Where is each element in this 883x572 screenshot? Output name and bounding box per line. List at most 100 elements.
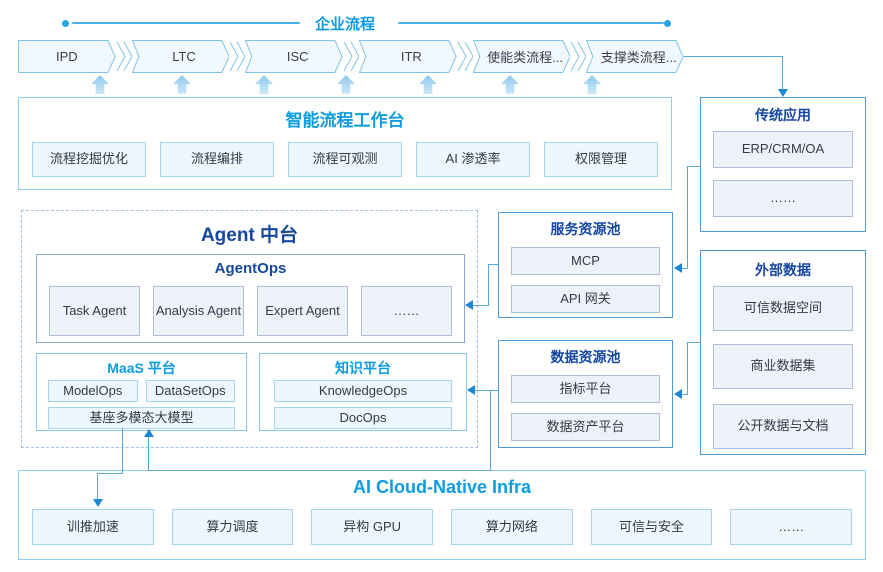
knowledge-item: DocOps — [274, 407, 452, 429]
chevron-shape-icon — [245, 40, 343, 73]
chevron-label: LTC — [172, 49, 196, 64]
infra-items: 训推加速 算力调度 异构 GPU 算力网络 可信与安全 …… — [32, 509, 853, 545]
chevron-label: 使能类流程... — [487, 50, 563, 65]
enterprise-process-title: 企业流程 — [314, 16, 375, 33]
legacy-app-item: ERP/CRM/OA — [713, 131, 853, 168]
section-service-pool: 服务资源池 MCP API 网关 — [498, 212, 673, 318]
arrowhead-left-icon — [465, 300, 473, 310]
knowledge-title: 知识平台 — [335, 360, 391, 376]
chevron-shape-icon — [18, 40, 116, 73]
chevron-supporting-process: 支撑类流程... — [586, 40, 684, 73]
external-data-item: 公开数据与文档 — [713, 404, 853, 449]
connector-line — [97, 473, 123, 474]
service-pool-item: API 网关 — [511, 285, 660, 313]
chevron-separator-icon — [457, 40, 473, 73]
connector-line — [122, 428, 123, 473]
up-arrow-icon — [91, 75, 109, 94]
chevron-label: ISC — [286, 49, 309, 64]
connector-line — [687, 342, 688, 394]
infra-item: 异构 GPU — [311, 509, 434, 545]
connector-line — [472, 305, 489, 306]
connector-line — [474, 390, 498, 391]
agent-item: …… — [361, 286, 452, 336]
connector-line — [782, 56, 783, 90]
workbench-items: 流程挖掘优化 流程编排 流程可观测 AI 渗透率 权限管理 — [32, 142, 658, 177]
section-agent-platform: Agent 中台 AgentOps Task Agent Analysis Ag… — [21, 210, 478, 448]
external-data-item: 商业数据集 — [713, 344, 853, 389]
section-infra: AI Cloud-Native Infra 训推加速 算力调度 异构 GPU 算… — [18, 470, 866, 560]
service-pool-item: MCP — [511, 247, 660, 275]
connector-line — [687, 342, 700, 343]
chevron-separator-icon — [116, 40, 132, 73]
maas-title: MaaS 平台 — [107, 360, 176, 376]
agentops-title: AgentOps — [214, 260, 287, 277]
legacy-app-item: …… — [713, 180, 853, 217]
top-line-right — [398, 22, 664, 24]
workbench-item: AI 渗透率 — [416, 142, 530, 177]
chevron-label: ITR — [400, 49, 422, 64]
agentops-box: AgentOps Task Agent Analysis Agent Exper… — [36, 254, 465, 343]
agent-item: Analysis Agent — [153, 286, 244, 336]
external-data-item: 可信数据空间 — [713, 286, 853, 331]
up-arrow-icon — [419, 75, 437, 94]
connector-line — [488, 264, 489, 305]
up-arrow-icon — [173, 75, 191, 94]
chevron-ipd: IPD — [18, 40, 116, 73]
connector-line — [687, 166, 700, 167]
chevron-enabling-process: 使能类流程... — [473, 40, 571, 73]
infra-item: 算力网络 — [451, 509, 573, 545]
infra-item: …… — [730, 509, 853, 545]
connector-line — [681, 394, 688, 395]
agentops-items: Task Agent Analysis Agent Expert Agent …… — [49, 286, 452, 336]
data-pool-item: 数据资产平台 — [511, 413, 660, 441]
infra-item: 训推加速 — [32, 509, 154, 545]
knowledge-item: KnowledgeOps — [274, 380, 452, 402]
agent-item: Expert Agent — [257, 286, 348, 336]
chevron-shape-icon — [359, 40, 457, 73]
section-legacy-apps: 传统应用 ERP/CRM/OA …… — [700, 97, 866, 232]
external-data-title: 外部数据 — [755, 262, 811, 278]
data-pool-title: 数据资源池 — [550, 349, 621, 365]
up-arrow-icon — [337, 75, 355, 94]
chevron-itr: ITR — [359, 40, 457, 73]
chevron-shape-icon — [473, 40, 571, 73]
chevron-shape-icon — [132, 40, 230, 73]
connector-line — [148, 470, 491, 471]
process-chevron-row: IPD LTC ISC ITR — [18, 40, 684, 73]
chevron-separator-icon — [343, 40, 360, 73]
workbench-title: 智能流程工作台 — [285, 111, 405, 130]
service-pool-title: 服务资源池 — [550, 221, 621, 237]
connector-line — [97, 473, 98, 501]
connector-line — [687, 166, 688, 268]
chevron-isc: ISC — [245, 40, 343, 73]
data-pool-item: 指标平台 — [511, 375, 660, 403]
chevron-separator-icon — [229, 40, 246, 73]
line-endpoint-dot-left — [62, 20, 69, 27]
chevron-separator-icon — [570, 40, 587, 73]
legacy-apps-title: 传统应用 — [755, 107, 811, 123]
workbench-item: 流程可观测 — [288, 142, 402, 177]
section-external-data: 外部数据 可信数据空间 商业数据集 公开数据与文档 — [700, 250, 866, 455]
arrowhead-left-icon — [674, 263, 682, 273]
infra-item: 算力调度 — [171, 509, 294, 545]
connector-line — [681, 268, 688, 269]
line-endpoint-dot-right — [664, 20, 671, 27]
top-line-left — [72, 22, 300, 24]
arrowhead-down-icon — [778, 89, 788, 97]
arrowhead-left-icon — [674, 389, 682, 399]
chevron-ltc: LTC — [132, 40, 230, 73]
workbench-item: 流程挖掘优化 — [32, 142, 146, 177]
maas-item: ModelOps — [48, 380, 138, 402]
connector-line — [684, 56, 782, 57]
up-arrow-icon — [583, 75, 601, 94]
arrowhead-down-icon — [93, 499, 103, 507]
workbench-item: 权限管理 — [544, 142, 658, 177]
maas-base-model: 基座多模态大模型 — [48, 407, 235, 429]
arrowhead-up-icon — [144, 429, 154, 437]
maas-item: DataSetOps — [145, 380, 235, 402]
infra-title: AI Cloud-Native Infra — [352, 477, 531, 497]
connector-line — [488, 264, 498, 265]
chevron-label: IPD — [56, 49, 78, 64]
workbench-item: 流程编排 — [160, 142, 274, 177]
